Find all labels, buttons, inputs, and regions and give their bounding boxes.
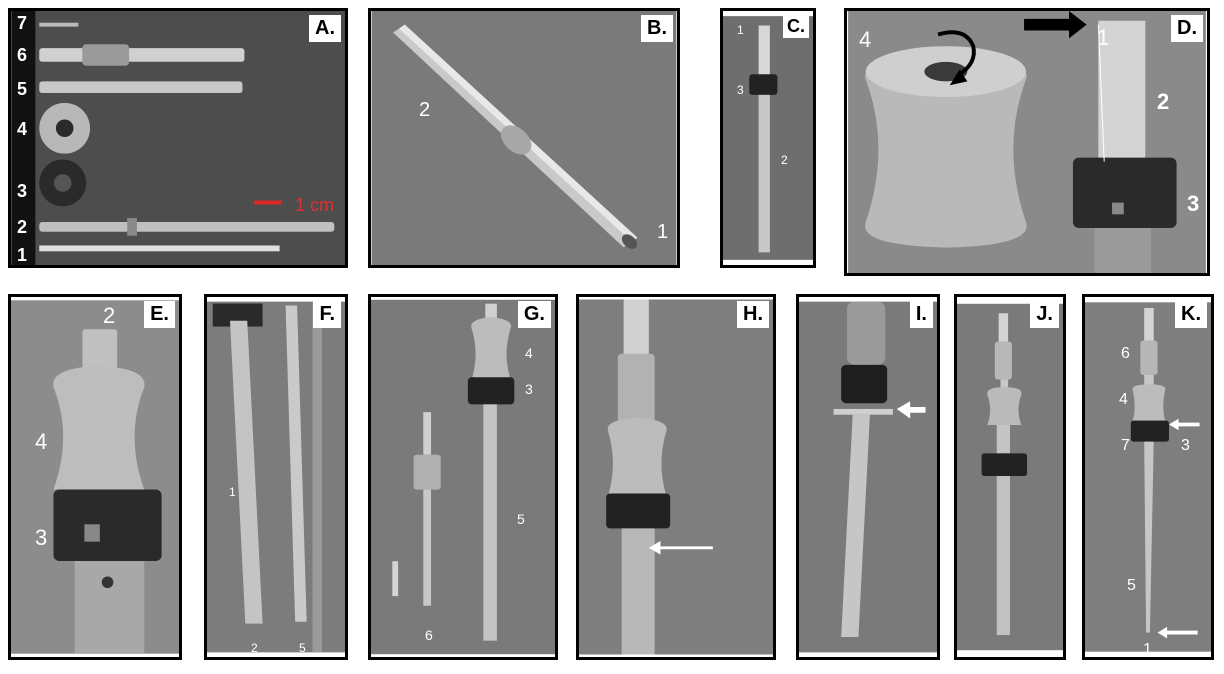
panel-g-photo xyxy=(371,299,555,655)
panel-b: B. 2 1 xyxy=(368,8,680,268)
part-number: 2 xyxy=(103,303,116,328)
part-number: 1 xyxy=(1097,25,1110,50)
panel-label: K. xyxy=(1175,301,1207,328)
panel-e-photo xyxy=(11,300,179,654)
panel-j-photo xyxy=(957,303,1063,651)
part-number: 5 xyxy=(1127,577,1136,594)
part-number: 2 xyxy=(251,641,258,655)
panel-label: B. xyxy=(641,15,673,42)
panel-e: E. 2 4 3 xyxy=(8,294,182,660)
panel-label: E. xyxy=(144,301,175,328)
scale-bar-label: 1 cm xyxy=(295,195,335,215)
panel-c: C. 1 3 2 xyxy=(720,8,816,268)
panel-k: K. 6 4 7 3 5 1 xyxy=(1082,294,1214,660)
part-number: 4 xyxy=(35,429,48,454)
panel-label: J. xyxy=(1030,301,1059,328)
panel-h: H. xyxy=(576,294,776,660)
panel-label: G. xyxy=(517,301,551,328)
panel-b-photo xyxy=(371,11,677,265)
part-number: 2 xyxy=(781,153,788,167)
panel-label: I. xyxy=(909,301,933,328)
panel-h-photo xyxy=(579,299,773,655)
part-number: 1 xyxy=(737,23,744,37)
part-number: 1 xyxy=(17,245,28,265)
panel-i: I. xyxy=(796,294,940,660)
part-number: 5 xyxy=(517,511,525,527)
panel-d: D. 4 1 2 3 xyxy=(844,8,1210,276)
panel-label: H. xyxy=(737,301,769,328)
part-number: 4 xyxy=(525,345,533,361)
part-number: 7 xyxy=(17,13,28,33)
panel-k-photo xyxy=(1085,302,1211,652)
part-number: 1 xyxy=(229,485,236,499)
part-number: 6 xyxy=(17,45,28,65)
panel-g: G. 4 3 5 6 xyxy=(368,294,558,660)
part-number: 3 xyxy=(17,181,28,201)
part-number: 5 xyxy=(299,641,306,655)
panel-label: D. xyxy=(1171,15,1203,42)
part-number: 5 xyxy=(17,79,28,99)
panel-a-photo xyxy=(11,11,345,265)
part-number: 3 xyxy=(35,525,48,550)
part-number: 2 xyxy=(1157,89,1170,114)
part-number: 1 xyxy=(657,221,669,243)
part-number: 6 xyxy=(1121,345,1130,362)
panel-label: C. xyxy=(783,15,809,38)
panel-j: J. xyxy=(954,294,1066,660)
panel-label: A. xyxy=(309,15,341,42)
panel-a: A. 7 6 5 4 3 2 1 1 cm xyxy=(8,8,348,268)
part-number: 7 xyxy=(1121,437,1130,454)
part-number: 6 xyxy=(425,627,433,643)
part-number: 3 xyxy=(1181,437,1190,454)
part-number: 4 xyxy=(17,119,28,139)
panel-i-photo xyxy=(799,301,937,653)
part-number: 3 xyxy=(1187,191,1200,216)
panel-c-photo xyxy=(723,16,813,260)
part-number: 4 xyxy=(1119,391,1128,408)
panel-label: F. xyxy=(313,301,341,328)
part-number: 3 xyxy=(737,83,744,97)
part-number: 3 xyxy=(525,381,533,397)
panel-f-photo xyxy=(207,301,345,653)
panel-d-photo xyxy=(848,11,1206,273)
part-number: 1 xyxy=(1143,641,1152,658)
panel-f: F. 1 2 5 xyxy=(204,294,348,660)
part-number: 4 xyxy=(859,27,872,52)
part-number: 2 xyxy=(419,99,431,121)
part-number: 2 xyxy=(17,217,28,237)
